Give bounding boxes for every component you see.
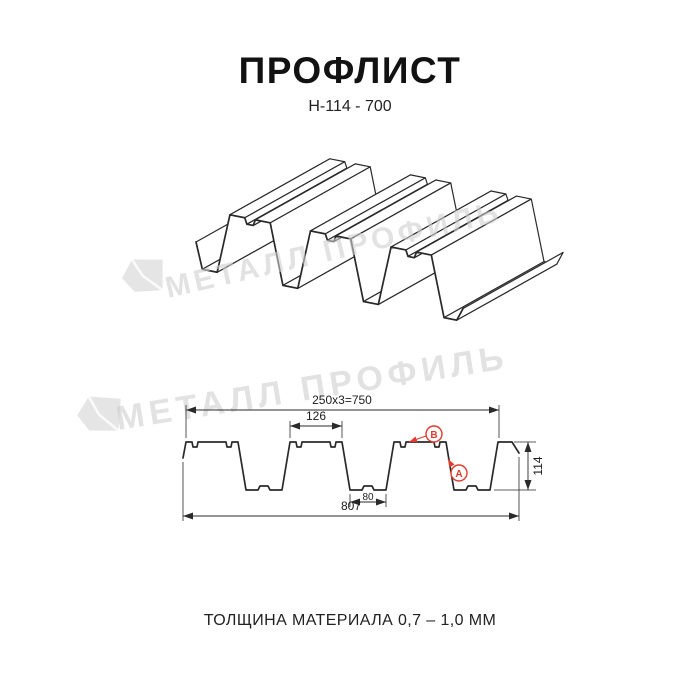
- dimension-height: 114: [494, 441, 545, 491]
- callout-b-circle: [425, 425, 443, 443]
- dimension-working-width: 250x3=750: [185, 393, 500, 438]
- callout-b-label: В: [430, 430, 437, 441]
- dim-rib-bottom-width-value: 80: [362, 492, 374, 503]
- page-title: ПРОФЛИСТ: [238, 50, 462, 91]
- dim-working-width-value: 250x3=750: [312, 393, 372, 407]
- dimension-overall-width: 807: [182, 457, 520, 521]
- dim-height-value: 114: [531, 456, 545, 475]
- callout-a-label: А: [455, 469, 462, 480]
- metal-profil-logo-icon: [122, 258, 164, 292]
- material-thickness-note: ТОЛЩИНА МАТЕРИАЛА 0,7 – 1,0 ММ: [203, 612, 497, 629]
- dimension-rib-bottom-width: 80: [349, 492, 387, 507]
- sheet-front-cut-edge: [195, 213, 464, 322]
- dimension-rib-top-width: 126: [289, 409, 343, 438]
- callout-b: В: [408, 425, 443, 443]
- profile-outline: [182, 441, 520, 491]
- metal-profil-logo-icon: [77, 395, 121, 432]
- callout-a-circle: [450, 464, 468, 482]
- profile-model-subtitle: Н-114 - 700: [308, 98, 392, 115]
- callout-a-leader: [447, 458, 455, 468]
- callout-a: А: [447, 458, 468, 482]
- callout-b-leader: [408, 435, 427, 443]
- profile-3d-view: [195, 158, 564, 322]
- dim-rib-top-width-value: 126: [306, 409, 326, 423]
- dim-overall-width-value: 807: [341, 499, 361, 513]
- cross-section-view: 250x3=750 126 114 80: [182, 393, 545, 521]
